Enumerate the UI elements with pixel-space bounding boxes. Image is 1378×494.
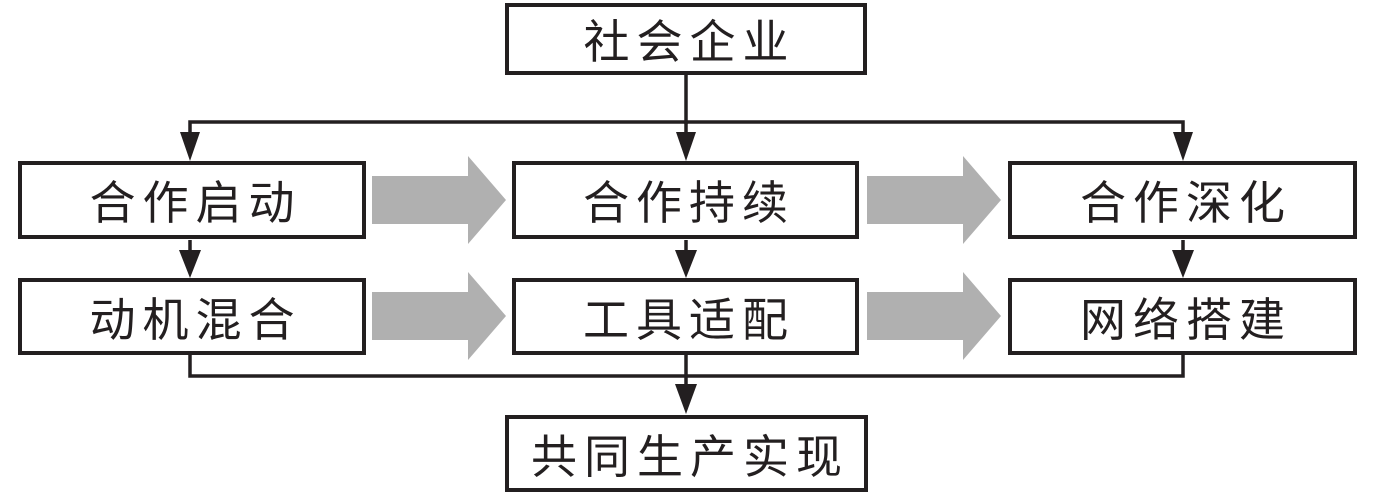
down-arrowhead-icon (675, 250, 697, 278)
node-cooperation-continuation: 合作持续 (512, 161, 859, 239)
node-social-enterprise: 社会企业 (505, 3, 867, 75)
down-arrowhead-icon (1172, 250, 1194, 278)
node-coproduction-realization: 共同生产实现 (505, 415, 868, 492)
block-arrow-right-icon (867, 156, 1001, 244)
node-network-building: 网络搭建 (1008, 278, 1357, 355)
block-arrow-right-icon (372, 272, 506, 360)
down-arrowhead-icon (676, 132, 696, 161)
block-arrow-right-icon (867, 272, 1001, 360)
down-arrowhead-icon (180, 132, 200, 161)
node-tool-adaptation: 工具适配 (512, 278, 859, 355)
down-arrowhead-icon (675, 384, 697, 414)
node-motivation-mixing: 动机混合 (18, 278, 366, 355)
down-arrowhead-icon (179, 250, 201, 278)
down-arrowhead-icon (1173, 132, 1193, 161)
node-cooperation-deepening: 合作深化 (1008, 161, 1357, 239)
block-arrow-right-icon (372, 156, 506, 244)
node-cooperation-launch: 合作启动 (18, 161, 366, 239)
